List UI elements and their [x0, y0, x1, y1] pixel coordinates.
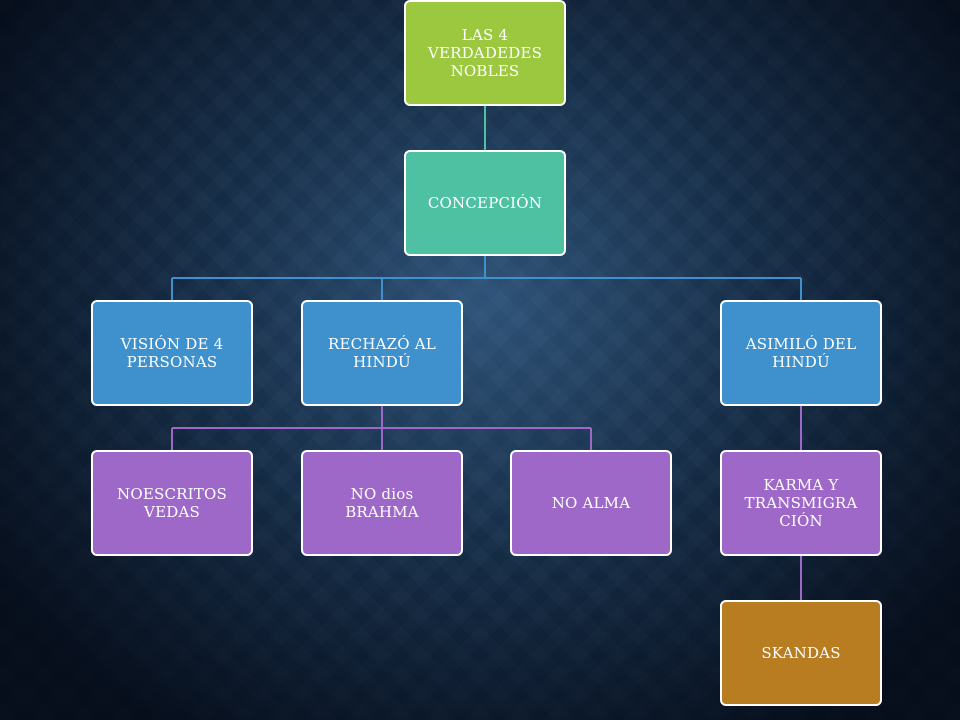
- node-alma: NO ALMA: [510, 450, 672, 556]
- node-rechazo-label: RECHAZÓ AL HINDÚ: [328, 335, 436, 371]
- node-vedas: NOESCRITOS VEDAS: [91, 450, 253, 556]
- node-karma: KARMA Y TRANSMIGRA CIÓN: [720, 450, 882, 556]
- node-asimilo-label: ASIMILÓ DEL HINDÚ: [745, 335, 857, 371]
- node-skandas: SKANDAS: [720, 600, 882, 706]
- node-root-label: LAS 4 VERDADEDES NOBLES: [427, 26, 543, 80]
- node-brahma: NO dios BRAHMA: [301, 450, 463, 556]
- node-rechazo: RECHAZÓ AL HINDÚ: [301, 300, 463, 406]
- node-karma-label: KARMA Y TRANSMIGRA CIÓN: [744, 476, 858, 530]
- node-brahma-label: NO dios BRAHMA: [345, 485, 419, 521]
- node-alma-label: NO ALMA: [551, 494, 631, 512]
- node-skandas-label: SKANDAS: [761, 644, 841, 662]
- node-asimilo: ASIMILÓ DEL HINDÚ: [720, 300, 882, 406]
- node-vedas-label: NOESCRITOS VEDAS: [117, 485, 227, 521]
- node-vision: VISIÓN DE 4 PERSONAS: [91, 300, 253, 406]
- node-vision-label: VISIÓN DE 4 PERSONAS: [120, 335, 224, 371]
- node-root: LAS 4 VERDADEDES NOBLES: [404, 0, 566, 106]
- node-concepcion: CONCEPCIÓN: [404, 150, 566, 256]
- node-concepcion-label: CONCEPCIÓN: [427, 194, 543, 212]
